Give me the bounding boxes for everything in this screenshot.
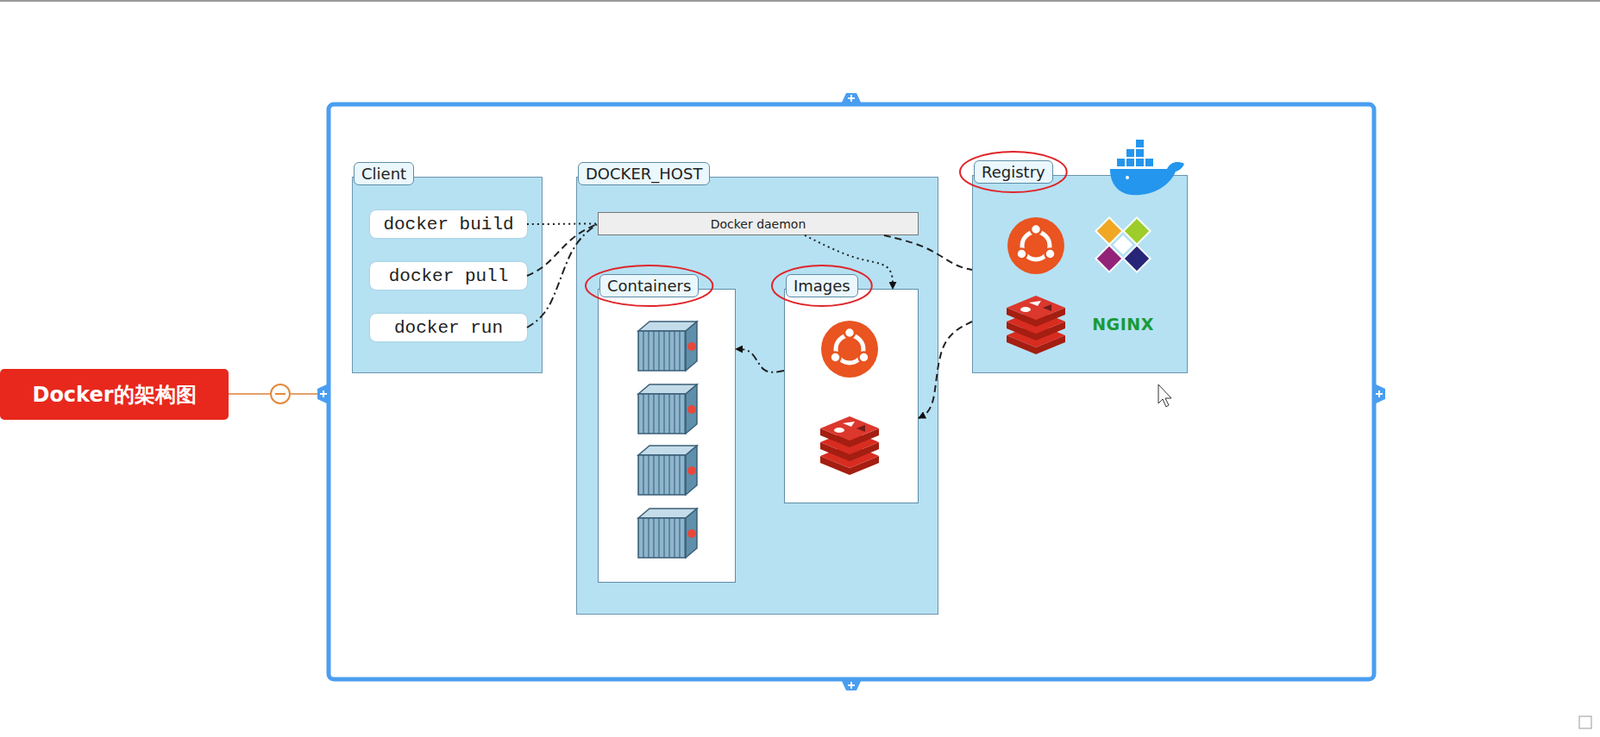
daemon-bar: Docker daemon	[597, 212, 919, 236]
container-icon	[638, 321, 697, 371]
registry-panel: Registry	[972, 175, 1188, 374]
container-icon	[638, 508, 697, 559]
handle-left	[317, 383, 329, 405]
topic-node: Docker的架构图	[0, 369, 229, 421]
connector	[884, 235, 973, 270]
redis-image	[820, 416, 879, 476]
connector	[804, 235, 893, 289]
redis-logo	[1006, 295, 1066, 355]
client-panel: docker builddocker pulldocker runClient	[351, 176, 543, 374]
command-box: docker pull	[370, 262, 528, 290]
image-frame	[328, 104, 1375, 680]
connector	[527, 223, 598, 226]
highlight-ring	[771, 265, 873, 307]
handle-top	[840, 93, 862, 105]
panel-heading: Containers	[599, 274, 699, 298]
branch-line	[228, 393, 271, 396]
highlight-ring	[960, 151, 1067, 193]
panel-heading: Registry	[973, 160, 1054, 184]
centos-logo	[1095, 217, 1150, 272]
ubuntu-logo	[1007, 217, 1065, 275]
mouse-cursor	[1158, 384, 1172, 408]
ubuntu-image	[821, 320, 879, 378]
handle-plus	[320, 94, 1383, 690]
resize-handles	[317, 93, 1386, 691]
panel-heading: Images	[785, 274, 859, 298]
collapse-minus	[275, 393, 286, 396]
container-icon	[638, 445, 697, 496]
docker-whale	[1110, 139, 1185, 195]
connector	[918, 321, 973, 419]
node-label: Docker的架构图	[31, 381, 196, 409]
highlight-ring	[585, 265, 713, 307]
node-label: docker pull	[389, 266, 509, 287]
command-box: docker run	[370, 313, 528, 342]
node-label: docker build	[382, 214, 514, 235]
corner-icon	[1579, 716, 1592, 729]
panel-heading: Client	[353, 162, 415, 186]
window-edge	[0, 0, 1600, 2]
container-icon	[638, 384, 697, 434]
host-panel: Docker daemonContainersImagesDOCKER_HOST	[576, 176, 939, 615]
logo-text: NGINX	[1091, 314, 1155, 334]
branch-line	[289, 393, 321, 396]
handle-right	[1374, 383, 1386, 405]
handle-bottom	[840, 679, 862, 691]
connector	[735, 349, 785, 373]
connector	[527, 224, 598, 329]
panel-heading: DOCKER_HOST	[577, 162, 710, 186]
command-box: docker build	[370, 210, 528, 239]
collapse-button	[270, 384, 290, 404]
node-label: docker run	[394, 318, 503, 339]
node-label: Docker daemon	[710, 217, 807, 232]
